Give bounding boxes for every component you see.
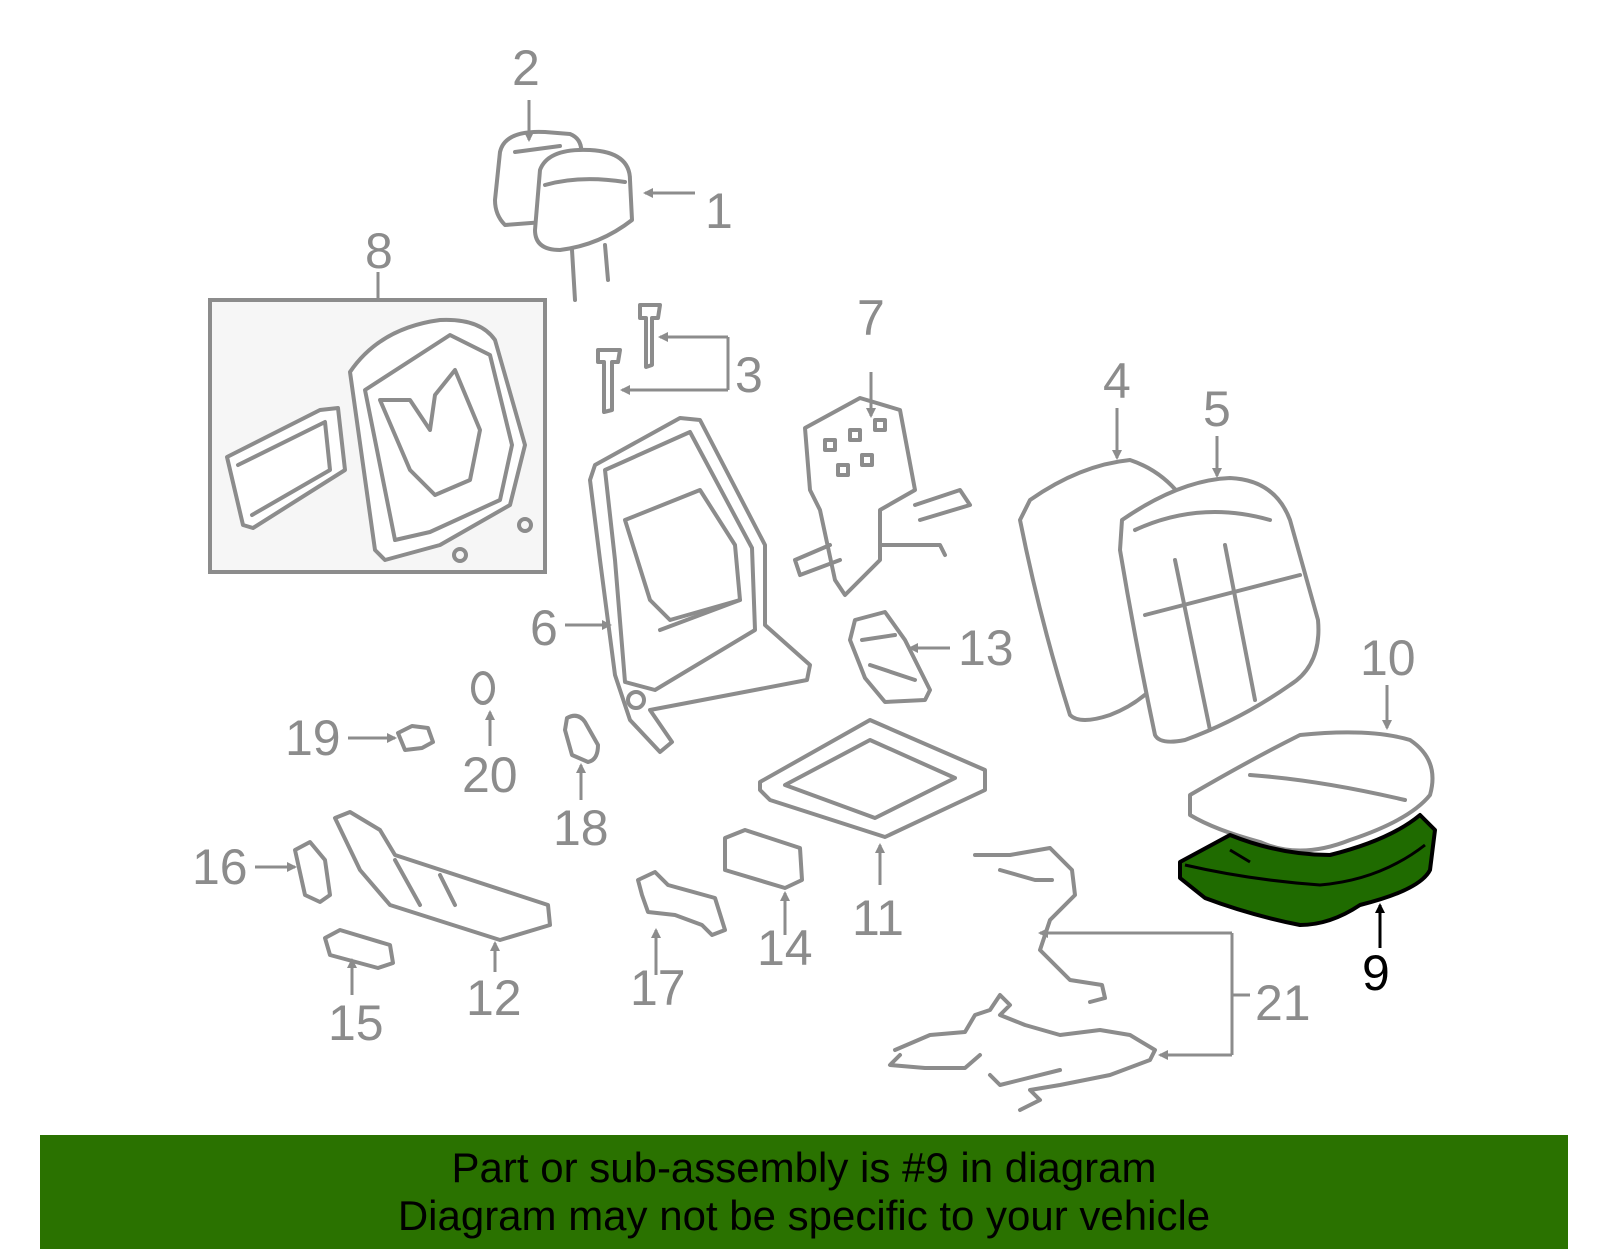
callout-3[interactable]: 3 (735, 347, 763, 403)
info-banner: Part or sub-assembly is #9 in diagram Di… (40, 1135, 1568, 1249)
callout-12[interactable]: 12 (466, 970, 522, 1026)
callout-18[interactable]: 18 (553, 800, 609, 856)
callout-9[interactable]: 9 (1362, 945, 1390, 1001)
callout-20[interactable]: 20 (462, 747, 518, 803)
part-18-knob[interactable] (563, 713, 600, 764)
part-13-trim-cover[interactable] (848, 610, 932, 704)
banner-part-line: Part or sub-assembly is #9 in diagram (451, 1144, 1157, 1191)
part-9-cushion-frame-highlighted[interactable] (1178, 813, 1437, 927)
callout-6[interactable]: 6 (530, 600, 558, 656)
callout-7[interactable]: 7 (857, 290, 885, 346)
callout-19[interactable]: 19 (285, 710, 341, 766)
part-10-cushion-pad[interactable] (1188, 730, 1435, 853)
part-3-guide-pins[interactable] (596, 303, 730, 414)
callout-8[interactable]: 8 (365, 223, 393, 279)
callout-5[interactable]: 5 (1203, 381, 1231, 437)
callout-11[interactable]: 11 (852, 890, 904, 946)
callout-13[interactable]: 13 (958, 620, 1014, 676)
part-11-seat-frame[interactable] (758, 718, 987, 839)
leader-lines (255, 100, 1392, 1060)
callout-10[interactable]: 10 (1360, 630, 1416, 686)
callout-4[interactable]: 4 (1103, 353, 1131, 409)
part-16-knob[interactable] (293, 840, 332, 904)
part-8-seatback-trim-kit[interactable] (208, 298, 547, 574)
callout-16[interactable]: 16 (192, 839, 248, 895)
part-7-recliner-bracket[interactable] (793, 396, 972, 597)
callout-15[interactable]: 15 (328, 995, 384, 1051)
part-17-bracket[interactable] (636, 870, 727, 937)
part-12-side-trim[interactable] (333, 810, 552, 942)
part-1-headrest[interactable] (533, 147, 634, 302)
part-15-cover[interactable] (323, 928, 395, 970)
part-14-cover[interactable] (723, 828, 804, 890)
part-6-seatback-frame[interactable] (588, 416, 812, 754)
callout-21[interactable]: 21 (1255, 975, 1311, 1031)
callout-1[interactable]: 1 (705, 183, 733, 239)
callout-14[interactable]: 14 (757, 920, 813, 976)
part-20-ring[interactable] (471, 671, 495, 705)
part-19-clip[interactable] (396, 724, 435, 752)
banner-disclaimer-line: Diagram may not be specific to your vehi… (397, 1192, 1211, 1239)
callout-2[interactable]: 2 (512, 40, 540, 96)
part-21-wire-harness[interactable] (888, 846, 1157, 1112)
callout-17[interactable]: 17 (630, 960, 686, 1016)
part-5-seatback-cover[interactable] (1118, 476, 1321, 744)
